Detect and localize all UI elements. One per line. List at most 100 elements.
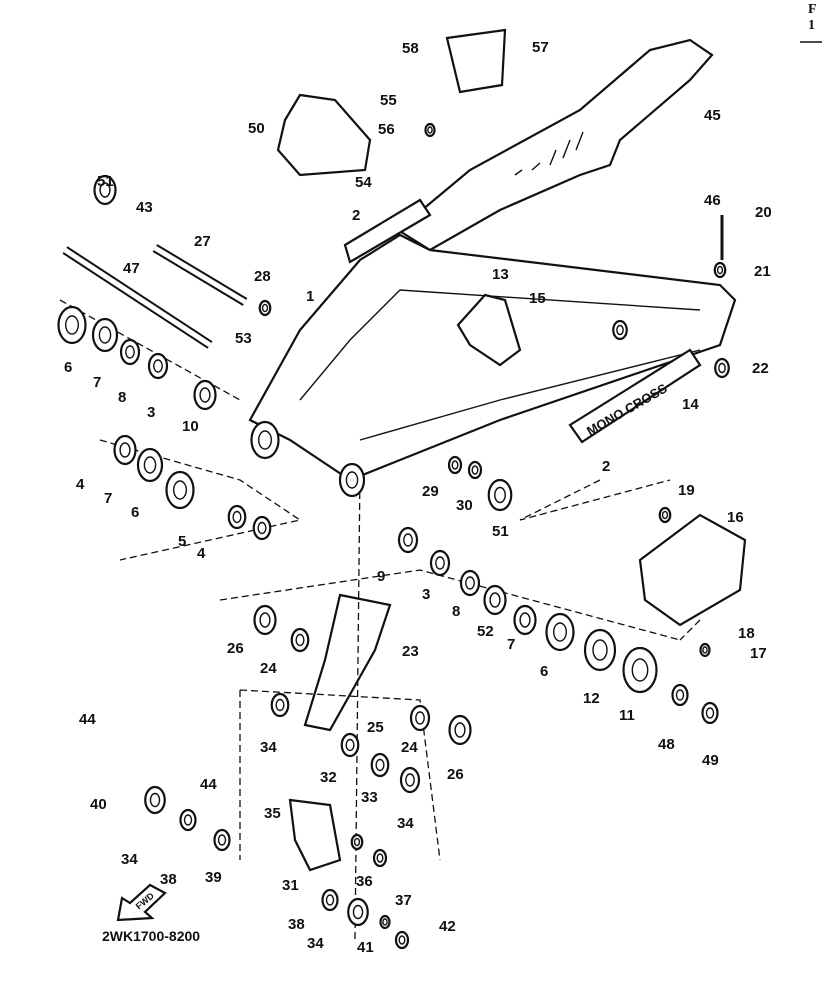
part-shape <box>340 732 360 758</box>
part-bore <box>592 639 608 661</box>
part-bore <box>125 345 135 359</box>
part-label-21: 21 <box>754 263 771 280</box>
part-bore <box>345 471 359 489</box>
part-bore <box>427 126 433 134</box>
part-label-4: 4 <box>197 545 206 562</box>
part-label-42: 42 <box>439 918 456 935</box>
part-bore <box>352 904 364 920</box>
part-bore <box>451 460 459 470</box>
part-bore <box>376 853 384 863</box>
brake-bracket <box>638 513 747 627</box>
chain-guard-slots <box>514 131 584 176</box>
part-label-34: 34 <box>121 851 138 868</box>
part-bore <box>149 792 161 808</box>
part-label-2: 2 <box>352 207 360 224</box>
part-bore <box>119 442 131 458</box>
part-shape <box>487 478 513 512</box>
part-label-7: 7 <box>104 490 112 507</box>
part-bore <box>718 362 726 374</box>
part-shape <box>270 692 290 718</box>
part-shape <box>350 833 364 851</box>
part-label-28: 28 <box>254 268 271 285</box>
page-corner-text: F 1 <box>808 2 822 34</box>
corner-letter: F <box>808 2 817 17</box>
part-shape <box>179 808 197 832</box>
part-label-23: 23 <box>402 643 419 660</box>
part-label-57: 57 <box>532 39 549 56</box>
swingarm-inner <box>299 289 701 441</box>
part-shape <box>394 930 410 950</box>
part-bore <box>199 387 211 403</box>
part-bore <box>716 265 724 275</box>
part-label-4: 4 <box>76 476 85 493</box>
part-bore <box>405 773 415 787</box>
part-bore <box>675 689 685 701</box>
part-bore <box>661 510 669 520</box>
part-shape <box>379 914 391 930</box>
part-bore <box>705 707 715 719</box>
part-label-52: 52 <box>477 623 494 640</box>
part-shape <box>213 828 231 852</box>
part-label-58: 58 <box>402 40 419 57</box>
part-bore <box>183 814 193 826</box>
part-bore <box>519 612 531 628</box>
group-outline <box>59 299 701 941</box>
part-label-43: 43 <box>136 199 153 216</box>
part-bore <box>261 303 269 313</box>
part-bore <box>98 326 112 344</box>
part-shape <box>713 261 727 279</box>
part-bore <box>471 465 479 475</box>
part-label-45: 45 <box>704 107 721 124</box>
part-label-6: 6 <box>64 359 72 376</box>
part-shape <box>227 504 247 530</box>
part-label-26: 26 <box>447 766 464 783</box>
part-bore <box>257 521 267 535</box>
part-label-8: 8 <box>452 603 460 620</box>
part-shape <box>57 305 87 345</box>
part-label-16: 16 <box>727 509 744 526</box>
part-label-55: 55 <box>380 92 397 109</box>
part-bore <box>398 935 406 945</box>
part-shape <box>467 460 483 480</box>
part-bore <box>232 510 242 524</box>
part-label-3: 3 <box>147 404 155 421</box>
part-bore <box>143 456 157 474</box>
part-shape <box>290 627 310 653</box>
diagram-code: 2WK1700-8200 <box>102 928 200 944</box>
part-bore <box>217 834 227 846</box>
part-shape <box>93 174 117 206</box>
part-bore <box>631 658 649 682</box>
part-label-15: 15 <box>529 290 546 307</box>
part-shape <box>370 752 390 778</box>
part-label-19: 19 <box>678 482 695 499</box>
part-label-50: 50 <box>248 120 265 137</box>
part-shape <box>258 299 272 317</box>
part-label-25: 25 <box>367 719 384 736</box>
part-bore <box>702 646 708 654</box>
part-label-7: 7 <box>93 374 101 391</box>
part-label-31: 31 <box>282 877 299 894</box>
part-shape <box>424 122 436 138</box>
part-bore <box>345 738 355 752</box>
part-label-53: 53 <box>235 330 252 347</box>
part-label-8: 8 <box>118 389 126 406</box>
part-label-7: 7 <box>507 636 515 653</box>
part-shape <box>253 604 277 636</box>
part-bore <box>325 894 335 906</box>
part-label-27: 27 <box>194 233 211 250</box>
part-bore <box>275 698 285 712</box>
part-label-51: 51 <box>492 523 509 540</box>
part-label-24: 24 <box>401 739 418 756</box>
part-bore <box>259 612 271 628</box>
bracket <box>276 93 372 177</box>
part-bore <box>99 182 111 198</box>
part-shape <box>113 434 137 466</box>
part-label-12: 12 <box>583 690 600 707</box>
plate <box>445 28 507 94</box>
part-shape <box>338 462 366 498</box>
guide <box>456 293 522 367</box>
part-shape <box>622 646 658 694</box>
part-label-6: 6 <box>540 663 548 680</box>
part-label-18: 18 <box>738 625 755 642</box>
